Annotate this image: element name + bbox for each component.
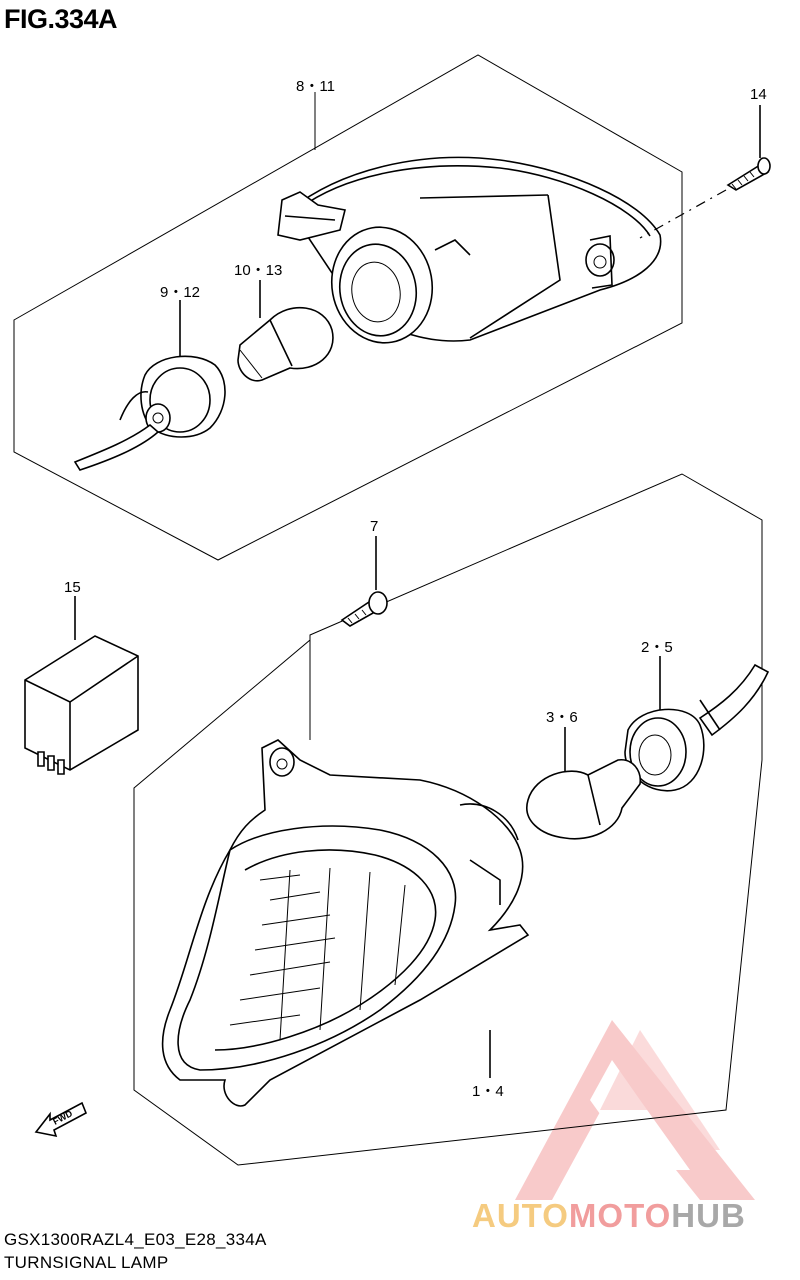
- front-bulb-3-6: [526, 727, 642, 840]
- callout-14: 14: [750, 86, 767, 103]
- watermark-hub: HUB: [671, 1197, 746, 1234]
- part-group-name: TURNSIGNAL LAMP: [4, 1253, 169, 1272]
- forward-arrow-icon: FWD: [34, 1101, 88, 1138]
- callout-2-5: 2・5: [641, 639, 673, 656]
- relay-15: [24, 596, 139, 775]
- callout-7: 7: [370, 518, 378, 535]
- watermark-auto: AUTO: [472, 1197, 569, 1234]
- figure-title: FIG.334A: [4, 4, 118, 34]
- front-socket-2-5: [624, 656, 770, 792]
- watermark-moto: MOTO: [568, 1197, 672, 1234]
- callout-8-11: 8・11: [296, 78, 335, 95]
- model-code: GSX1300RAZL4_E03_E28_334A: [4, 1230, 267, 1249]
- callout-1-4: 1・4: [472, 1083, 504, 1100]
- lower-assembly-panel: [133, 473, 763, 1166]
- rear-lamp-housing: [277, 156, 662, 344]
- rear-socket-9-12: [73, 300, 226, 471]
- front-lamp-housing: [161, 739, 530, 1107]
- lens-facets: [229, 867, 406, 1041]
- callout-9-12: 9・12: [160, 284, 200, 301]
- watermark-text: AUTOMOTOHUB: [472, 1197, 746, 1235]
- callout-3-6: 3・6: [546, 709, 578, 726]
- upper-assembly-panel: [13, 54, 683, 561]
- rear-bulb-10-13: [237, 280, 334, 382]
- mounting-screw-14: [639, 105, 771, 239]
- mounting-screw-7: [340, 536, 388, 627]
- callout-15: 15: [64, 579, 81, 596]
- watermark-logo: [515, 1020, 755, 1200]
- callout-10-13: 10・13: [234, 262, 282, 279]
